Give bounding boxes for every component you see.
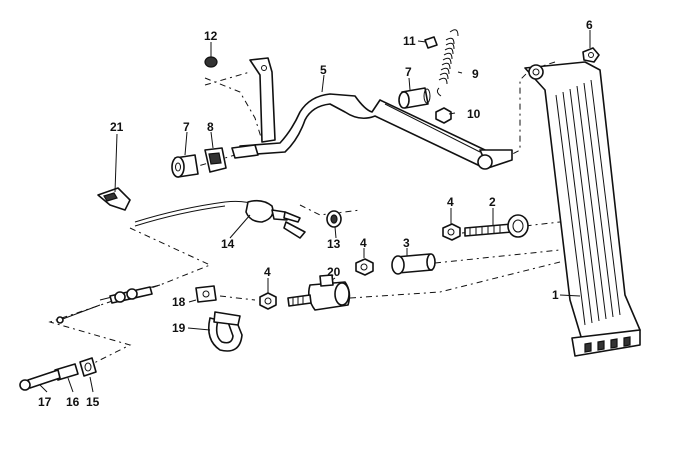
- callout-9: 9: [472, 67, 479, 81]
- spring-nut: [435, 107, 452, 124]
- bearing-bushing-upper: [398, 87, 431, 109]
- retaining-clip: [582, 47, 600, 63]
- cable-guide: [97, 187, 131, 211]
- hex-nut-c: [259, 292, 277, 310]
- callout-4b: 4: [360, 236, 367, 250]
- callout-7a: 7: [405, 65, 412, 79]
- callout-4c: 4: [264, 265, 271, 279]
- callout-18: 18: [172, 295, 186, 309]
- leader-lines: [39, 30, 591, 393]
- accelerator-pedal: [524, 61, 641, 357]
- callout-10: 10: [467, 107, 481, 121]
- hex-nut-a: [442, 223, 461, 241]
- cable-end-grommet: [79, 357, 97, 377]
- callout-1: 1: [552, 288, 559, 302]
- callout-16: 16: [66, 395, 80, 409]
- stop-screw: [464, 214, 529, 238]
- cable-end-nipple: [19, 369, 61, 391]
- callout-13: 13: [327, 237, 341, 251]
- tension-spring: [436, 29, 459, 97]
- bushing: [391, 253, 436, 275]
- cable-holder: [195, 285, 217, 303]
- callout-4a: 4: [447, 195, 454, 209]
- callout-20: 20: [327, 265, 341, 279]
- bearing-bushing-lower: [171, 154, 199, 178]
- callout-14: 14: [221, 237, 235, 251]
- callout-5: 5: [320, 63, 327, 77]
- grommet: [326, 210, 342, 228]
- callout-17: 17: [38, 395, 52, 409]
- callout-labels: 1 2 3 4 4 4 5 6 7 7 8 9 10 11 12 13 14 1…: [38, 18, 593, 409]
- callout-2: 2: [489, 195, 496, 209]
- callout-12: 12: [204, 29, 218, 43]
- accelerator-cable: [56, 199, 306, 324]
- callout-15: 15: [86, 395, 100, 409]
- hose-clamp: [207, 311, 243, 352]
- callout-6: 6: [586, 18, 593, 32]
- adjusting-piece: [287, 274, 351, 311]
- callout-8: 8: [207, 120, 214, 134]
- callout-19: 19: [172, 321, 186, 335]
- spring-clip: [424, 36, 438, 49]
- bearing-bracket: [204, 147, 227, 173]
- pedal-lever-shaft: [231, 57, 513, 170]
- hex-nut-b: [355, 258, 374, 276]
- callout-3: 3: [403, 236, 410, 250]
- rubber-cap: [204, 56, 218, 68]
- callout-21: 21: [110, 120, 124, 134]
- callout-7b: 7: [183, 120, 190, 134]
- callout-11: 11: [403, 34, 416, 48]
